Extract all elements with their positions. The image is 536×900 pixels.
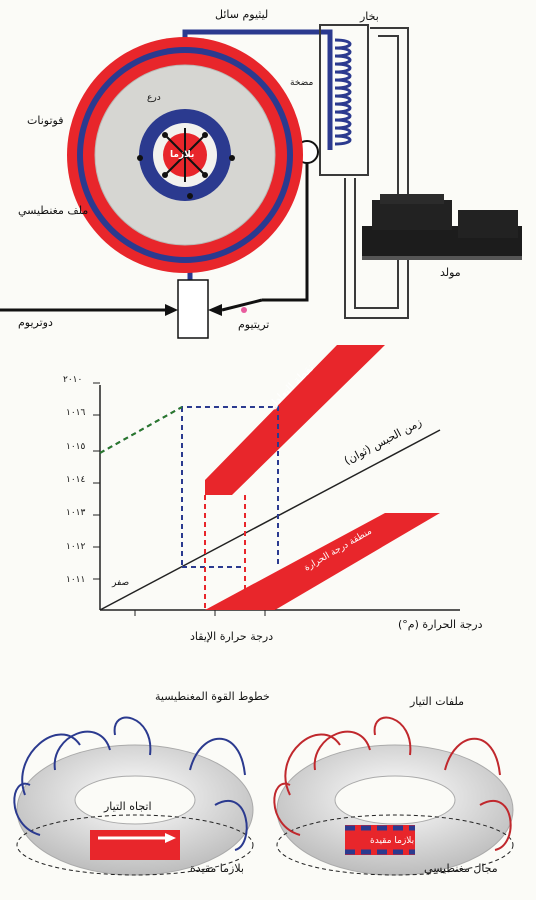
ignition-note: درجة حرارة الإيقاد bbox=[190, 630, 274, 643]
y-tick-5: ١٠١٢ bbox=[66, 542, 86, 552]
y-tick-3: ١٠١٤ bbox=[66, 475, 86, 485]
label-magnet-coil: ملف مغنطيسي bbox=[18, 204, 89, 217]
label-magnetic-field: مجال مغنطيسي bbox=[424, 862, 498, 875]
y-tick-0: ٢٠١٠ bbox=[63, 375, 83, 385]
label-current-coils: ملفات التيار bbox=[410, 695, 465, 708]
y-tick-4: ١٠١٣ bbox=[66, 508, 86, 518]
label-photons: فوتونات bbox=[27, 114, 64, 127]
confinement-line bbox=[99, 429, 441, 611]
y-tick-6: ١٠١١ bbox=[66, 575, 86, 585]
label-helium: ليثيوم سائل bbox=[215, 8, 269, 21]
label-confined-plasma-right: بلازما مقيدة bbox=[370, 836, 415, 846]
reactor-diagram bbox=[0, 24, 522, 339]
torus-left bbox=[13, 716, 254, 876]
steam-pipes bbox=[319, 24, 409, 319]
y-tick-1: ١٠١٦ bbox=[66, 408, 86, 418]
tokamak-diagrams bbox=[13, 716, 514, 876]
label-generator: مولد bbox=[440, 266, 461, 279]
label-shield: درع bbox=[147, 93, 161, 103]
torus-right bbox=[273, 716, 514, 876]
label-confined-plasma-left: بلازما مقيدة bbox=[190, 862, 244, 875]
label-plasma: بلازما bbox=[170, 150, 195, 160]
breakeven-band bbox=[205, 345, 385, 495]
label-deuterium: دوتريوم bbox=[18, 316, 53, 329]
label-tritium: تريتيوم bbox=[238, 318, 270, 331]
y-tick-2: ١٠١٥ bbox=[66, 442, 86, 452]
zero-label: صفر bbox=[112, 578, 130, 588]
label-steam: بخار bbox=[360, 10, 379, 23]
label-current-direction: اتجاه التيار bbox=[104, 800, 152, 813]
fuel-injector bbox=[177, 279, 209, 339]
chart bbox=[93, 345, 460, 616]
label-exchanger: مضخة bbox=[290, 78, 314, 88]
heat-exchanger-coil bbox=[334, 38, 352, 146]
x-axis-label: درجة الحرارة (م°) bbox=[398, 618, 483, 631]
generator-icon bbox=[362, 194, 522, 260]
temperature-band bbox=[205, 513, 440, 610]
label-field-lines: خطوط القوة المغنطيسية bbox=[155, 690, 270, 703]
